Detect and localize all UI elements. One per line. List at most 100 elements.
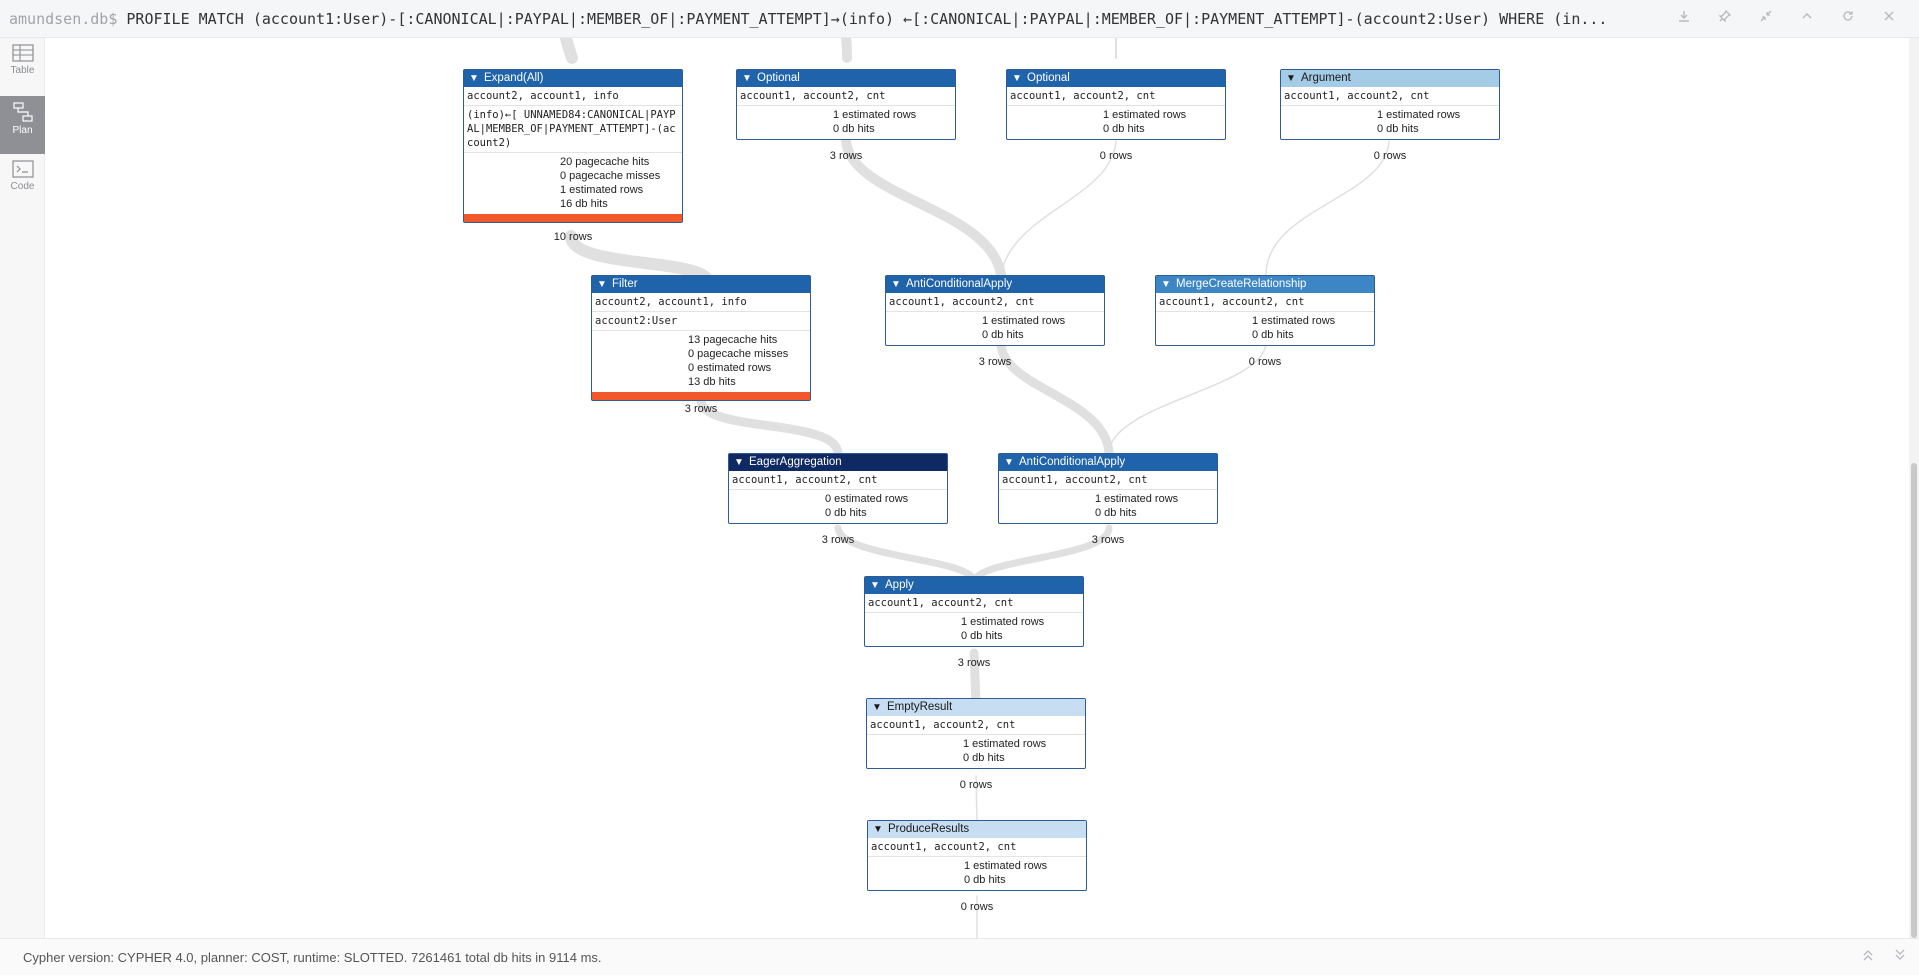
stat-estimated-rows: 1 estimated rows [833,109,917,121]
operator-stats: 1 estimated rows 0 db hits [868,857,1086,890]
stat-db-hits: 0 db hits [964,874,1006,886]
operator-eager-aggregation[interactable]: ▼EagerAggregation account1, account2, cn… [728,453,948,524]
sidebar-item-table[interactable]: Table [0,38,45,96]
operator-expand-all[interactable]: ▼Expand(All) account2, account1, info (i… [463,69,683,223]
operator-identifiers: account1, account2, cnt [865,594,1083,613]
stat-pagecache-hits: 13 pagecache hits [688,334,778,346]
operator-name: Optional [757,72,800,84]
operator-header[interactable]: ▼ Optional [737,70,955,87]
collapse-triangle-icon[interactable]: ▼ [1286,73,1296,84]
stat-db-hits: 0 db hits [982,329,1024,341]
stat-estimated-rows: 0 estimated rows [825,493,909,505]
collapse-icon[interactable] [1745,0,1786,38]
collapse-triangle-icon[interactable]: ▼ [891,279,901,290]
plan-summary: Cypher version: CYPHER 4.0, planner: COS… [23,950,602,965]
operator-stats: 20 pagecache hits 0 pagecache misses 1 e… [464,153,682,214]
operator-optional[interactable]: ▼ Optional account1, account2, cnt 1 esti… [736,69,956,140]
edge-top-optional-1 [841,38,852,63]
operator-header[interactable]: ▼EagerAggregation [729,454,947,471]
operator-header[interactable]: ▼AntiConditionalApply [886,276,1104,293]
expand-all-icon[interactable] [1893,939,1907,976]
download-icon[interactable] [1663,0,1704,38]
operator-rows: 0 rows [1099,150,1133,162]
operator-stats: 1 estimated rows 0 db hits [1281,106,1499,139]
cost-bar [464,214,682,222]
operator-header[interactable]: ▼ProduceResults [868,821,1086,838]
collapse-triangle-icon[interactable]: ▼ [1161,279,1171,290]
chevron-up-icon[interactable] [1786,0,1827,38]
collapse-all-icon[interactable] [1861,939,1875,976]
stat-estimated-rows: 1 estimated rows [1095,493,1179,505]
stat-db-hits: 0 db hits [1095,507,1137,519]
operator-stats: 1 estimated rows 0 db hits [867,735,1085,768]
stat-db-hits: 0 db hits [961,630,1003,642]
stat-db-hits: 0 db hits [963,752,1005,764]
collapse-triangle-icon[interactable]: ▼ [870,580,880,591]
operator-identifiers: account1, account2, cnt [729,471,947,490]
operator-identifiers: account1, account2, cnt [737,87,955,106]
operator-identifiers: account1, account2, cnt [1156,293,1374,312]
operator-header[interactable]: ▼ EmptyResult [867,699,1085,716]
stat-estimated-rows: 1 estimated rows [982,315,1066,327]
operator-rows: 3 rows [978,356,1012,368]
query-text[interactable]: amundsen.db$ PROFILE MATCH (account1:Use… [9,0,1664,38]
pin-icon[interactable] [1704,0,1745,38]
collapse-triangle-icon[interactable]: ▼ [1012,73,1022,84]
stat-estimated-rows: 1 estimated rows [961,616,1045,628]
plan-canvas[interactable]: ▼Expand(All) account2, account1, info (i… [46,38,1909,938]
edge-expand-filter [565,230,714,286]
operator-header[interactable]: ▼AntiConditionalApply [999,454,1217,471]
collapse-triangle-icon[interactable]: ▼ [469,73,479,84]
operator-identifiers: account1, account2, cnt [868,838,1086,857]
operator-header[interactable]: ▼Expand(All) [464,70,682,87]
scrollbar-thumb[interactable] [1911,463,1917,938]
view-sidebar: Table Plan Code [0,38,45,938]
sidebar-item-plan[interactable]: Plan [0,96,45,154]
operator-apply[interactable]: ▼Apply account1, account2, cnt 1 estimat… [864,576,1084,647]
operator-identifiers: account1, account2, cnt [886,293,1104,312]
operator-rows: 0 rows [1373,150,1407,162]
operator-empty-result[interactable]: ▼EmptyResult account1, account2, cnt 1 e… [866,698,1086,769]
operator-rows: 3 rows [684,403,718,415]
code-icon [11,160,34,178]
collapse-triangle-icon[interactable]: ▼ [872,702,882,713]
stat-db-hits: 0 db hits [1252,329,1294,341]
operator-rows: 10 rows [553,231,593,243]
collapse-triangle-icon[interactable]: ▼ [734,457,744,468]
collapse-triangle-icon[interactable]: ▼ [742,73,752,84]
stat-pagecache-hits: 20 pagecache hits [560,156,650,168]
stat-db-hits: 0 db hits [833,123,875,135]
operator-name: Optional [1027,72,1070,84]
plan-icon [12,102,33,122]
operator-name: EmptyResult [887,701,953,713]
operator-header[interactable]: ▼ Optional [1007,70,1225,87]
collapse-triangle-icon[interactable]: ▼ [597,279,607,290]
operator-produce-results[interactable]: ▼ProduceResults account1, account2, cnt … [867,820,1087,891]
edge-aca1-aca2 [996,338,1114,458]
operator-stats: 1 estimated rows 0 db hits [865,613,1083,646]
operator-filter[interactable]: ▼Filter account2, account1, info account… [591,275,811,401]
operator-stats: 1 estimated rows 0 db hits [1007,106,1225,139]
operator-header[interactable]: ▼MergeCreateRelationship [1156,276,1374,293]
db-prompt: amundsen.db$ [9,10,118,28]
operator-identifiers: account2, account1, info [464,87,682,106]
collapse-triangle-icon[interactable]: ▼ [1004,457,1014,468]
operator-optional[interactable]: ▼Optional account1, account2, cnt 1 esti… [1006,69,1226,140]
sidebar-item-code[interactable]: Code [0,154,45,212]
operator-anti-conditional-apply[interactable]: ▼AntiConditionalApply account1, account2… [885,275,1105,346]
close-icon[interactable] [1868,0,1909,38]
collapse-triangle-icon[interactable]: ▼ [873,824,883,835]
operator-merge-create-relationship[interactable]: ▼MergeCreateRelationship account1, accou… [1155,275,1375,346]
operator-header[interactable]: ▼Filter [592,276,810,293]
operator-stats: 1 estimated rows 0 db hits [737,106,955,139]
operator-rows: 3 rows [829,150,863,162]
cost-bar [592,392,810,400]
operator-argument[interactable]: ▼Argument account1, account2, cnt 1 esti… [1280,69,1500,140]
operator-header[interactable]: ▼Argument [1281,70,1499,87]
operator-header[interactable]: ▼Apply [865,577,1083,594]
operator-anti-conditional-apply[interactable]: ▼AntiConditionalApply account1, account2… [998,453,1218,524]
edge-aca2-apply [970,524,1113,585]
vertical-scrollbar[interactable] [1909,38,1919,938]
sidebar-item-label: Table [10,65,35,76]
refresh-icon[interactable] [1827,0,1868,38]
